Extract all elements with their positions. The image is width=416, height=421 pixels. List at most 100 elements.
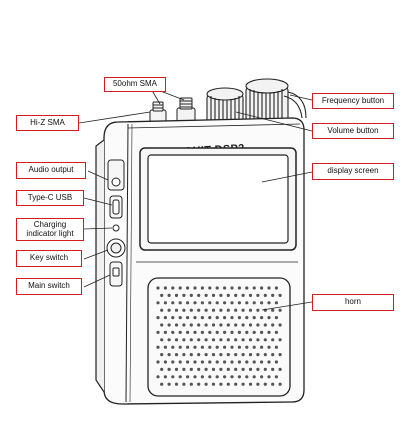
speaker-hole	[245, 316, 249, 320]
speaker-hole	[271, 323, 275, 327]
speaker-hole	[208, 330, 212, 334]
speaker-hole	[274, 360, 278, 364]
speaker-hole	[245, 286, 249, 290]
speaker-hole	[248, 293, 253, 297]
speaker-hole	[263, 293, 267, 297]
speaker-hole	[182, 382, 186, 386]
speaker-hole	[274, 316, 278, 320]
speaker-hole	[174, 293, 179, 297]
speaker-hole	[174, 353, 179, 357]
speaker-hole	[226, 382, 230, 386]
speaker-hole	[278, 338, 282, 342]
speaker-hole	[186, 345, 190, 349]
speaker-hole	[178, 316, 182, 320]
speaker-hole	[226, 338, 230, 342]
speaker-hole	[215, 360, 219, 364]
speaker-hole	[182, 353, 186, 357]
speaker-hole	[219, 353, 223, 357]
speaker-hole	[267, 316, 271, 320]
speaker-hole	[174, 338, 179, 342]
speaker-hole	[200, 301, 204, 305]
speaker-hole	[267, 375, 271, 379]
speaker-hole	[271, 338, 275, 342]
speaker-hole	[174, 382, 179, 386]
speaker-hole	[156, 375, 160, 379]
speaker-hole	[256, 308, 260, 312]
speaker-hole	[174, 323, 179, 327]
speaker-hole	[248, 308, 253, 312]
callout-main-switch: Main switch	[16, 278, 82, 295]
speaker-hole	[267, 286, 271, 290]
speaker-hole	[208, 360, 212, 364]
speaker-hole	[211, 382, 216, 386]
speaker-hole	[278, 293, 282, 297]
speaker-hole	[189, 323, 193, 327]
callout-horn: horn	[312, 294, 394, 311]
speaker-hole	[245, 375, 249, 379]
speaker-hole	[260, 345, 264, 349]
speaker-hole	[167, 293, 171, 297]
speaker-hole	[178, 345, 182, 349]
speaker-hole	[252, 360, 256, 364]
speaker-hole	[156, 345, 160, 349]
speaker-hole	[274, 301, 278, 305]
speaker-hole	[237, 375, 241, 379]
speaker-hole	[252, 286, 256, 290]
speaker-hole	[234, 293, 238, 297]
speaker-hole	[215, 375, 219, 379]
speaker-hole	[223, 286, 227, 290]
speaker-hole	[193, 360, 197, 364]
speaker-hole	[230, 345, 234, 349]
speaker-hole	[163, 330, 167, 334]
speaker-hole	[200, 316, 204, 320]
speaker-hole	[197, 323, 201, 327]
speaker-hole	[245, 345, 249, 349]
speaker-hole	[260, 330, 264, 334]
callout-50ohm-sma: 50ohm SMA	[104, 77, 166, 92]
speaker-hole	[171, 375, 175, 379]
speaker-hole	[182, 367, 186, 371]
speaker-hole	[178, 286, 182, 290]
speaker-hole	[271, 353, 275, 357]
speaker-hole	[163, 301, 167, 305]
speaker-hole	[167, 308, 171, 312]
speaker-hole	[237, 286, 241, 290]
speaker-hole	[215, 345, 219, 349]
speaker-hole	[160, 353, 164, 357]
speaker-hole	[193, 286, 197, 290]
speaker-hole	[211, 367, 216, 371]
speaker-hole	[252, 316, 256, 320]
speaker-hole	[219, 308, 223, 312]
speaker-hole	[208, 345, 212, 349]
speaker-hole	[211, 308, 216, 312]
speaker-hole	[271, 308, 275, 312]
speaker-hole	[278, 382, 282, 386]
speaker-hole	[256, 323, 260, 327]
speaker-hole	[197, 338, 201, 342]
speaker-hole	[248, 382, 253, 386]
speaker-hole	[174, 367, 179, 371]
speaker-hole	[252, 375, 256, 379]
callout-charging-indicator-light: Charging indicator light	[16, 218, 84, 241]
speaker-hole	[189, 293, 193, 297]
speaker-hole	[230, 301, 234, 305]
speaker-hole	[226, 308, 230, 312]
sma-connector-hiz	[149, 101, 167, 123]
speaker-hole	[260, 375, 264, 379]
speaker-hole	[182, 308, 186, 312]
speaker-hole	[263, 338, 267, 342]
speaker-hole	[226, 323, 230, 327]
speaker-hole	[204, 308, 208, 312]
speaker-hole	[271, 293, 275, 297]
speaker-hole	[226, 353, 230, 357]
speaker-hole	[219, 293, 223, 297]
callout-hiz-sma: Hi-Z SMA	[16, 115, 79, 131]
speaker-hole	[230, 330, 234, 334]
speaker-hole	[178, 330, 182, 334]
speaker-hole	[182, 293, 186, 297]
speaker-hole	[223, 330, 227, 334]
speaker-hole	[208, 375, 212, 379]
callout-type-c-usb: Type-C USB	[16, 190, 84, 206]
speaker-grille	[147, 277, 291, 397]
